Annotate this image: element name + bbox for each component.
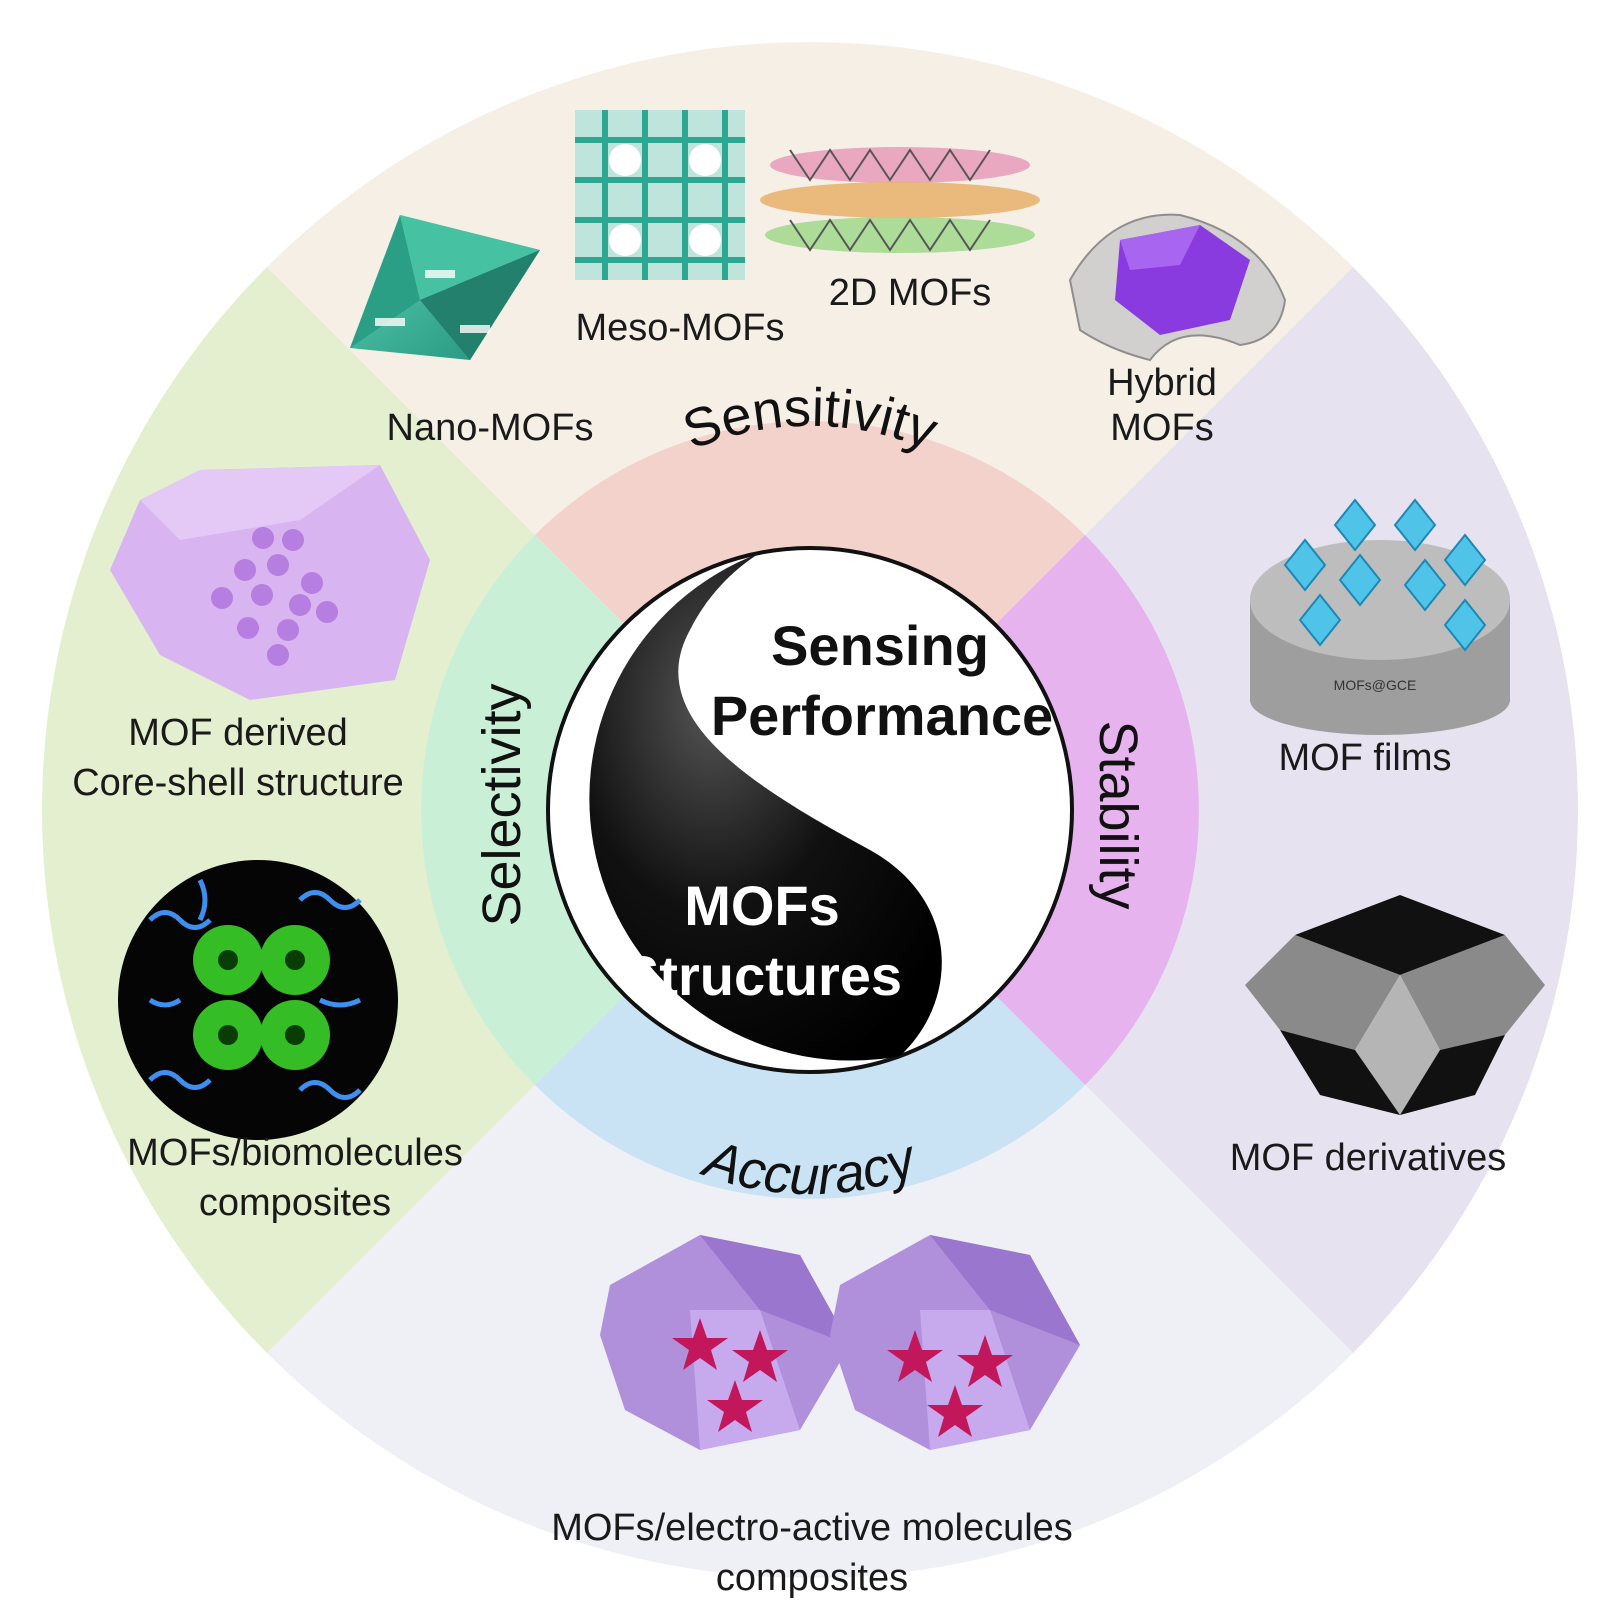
core-shell-label-line1: MOF derived <box>128 712 348 754</box>
yin-half <box>589 553 942 1061</box>
selectivity-label: Selectivity <box>472 683 532 926</box>
hybrid-mof-icon <box>1068 213 1287 362</box>
hybrid-label-line1: Hybrid <box>1107 362 1217 404</box>
mofs-gce-tag: MOFs@GCE <box>1334 677 1417 693</box>
hybrid-label-line2: MOFs <box>1110 407 1213 449</box>
biomolecules-label-line1: MOFs/biomolecules <box>127 1132 463 1174</box>
mofs-label: MOFs <box>684 874 840 937</box>
core-shell-structure-icon <box>110 465 430 700</box>
2d-mof-layers-icon <box>760 147 1040 253</box>
mof-films-electrode-icon: MOFs@GCE <box>1250 498 1510 735</box>
meso-mofs-label: Meso-MOFs <box>576 307 785 349</box>
stability-label: Stability <box>1088 720 1148 909</box>
electro-active-label-line2: composites <box>716 1557 908 1599</box>
biomolecules-label-line2: composites <box>199 1182 391 1224</box>
performance-label: Performance <box>711 684 1053 747</box>
core-shell-label-line2: Core-shell structure <box>72 762 404 804</box>
biomolecule-composite-icon <box>118 860 398 1140</box>
2d-mofs-label: 2D MOFs <box>829 272 992 314</box>
electro-active-composite-icon <box>600 1235 1080 1450</box>
structures-label: Structures <box>622 944 902 1007</box>
nano-mof-octahedron-icon <box>350 215 540 360</box>
yin-yang-core <box>546 546 1074 1074</box>
electro-active-label-line1: MOFs/electro-active molecules <box>551 1507 1073 1549</box>
nano-mofs-label: Nano-MOFs <box>387 407 594 449</box>
mof-films-label: MOF films <box>1278 737 1451 779</box>
sensing-label: Sensing <box>771 614 989 677</box>
mof-derivatives-polyhedron-icon <box>1245 895 1545 1115</box>
mof-derivatives-label: MOF derivatives <box>1230 1137 1507 1179</box>
meso-mof-lattice-icon <box>575 110 745 280</box>
